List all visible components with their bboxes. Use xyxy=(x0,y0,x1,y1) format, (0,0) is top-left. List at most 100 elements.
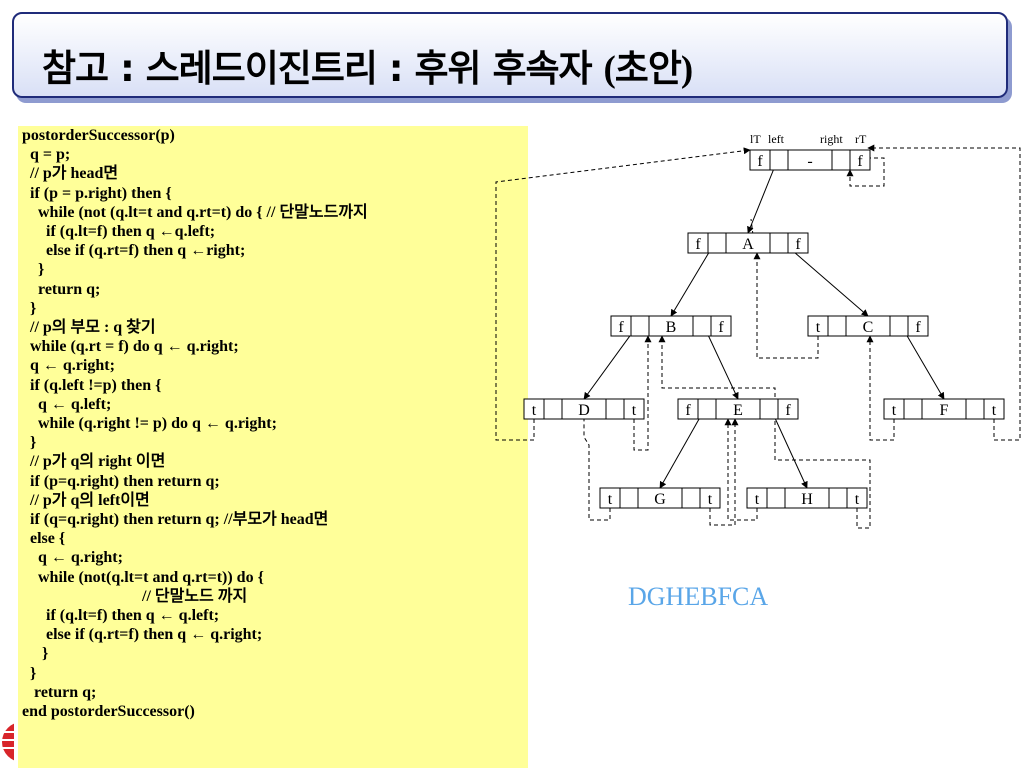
node-lt: t xyxy=(755,491,760,508)
node-box xyxy=(746,487,868,509)
node-rt: t xyxy=(855,491,860,508)
node-rt: f xyxy=(718,319,724,336)
code-line: if (p=q.right) then return q; xyxy=(22,472,220,490)
code-line: q ← q.right; xyxy=(22,549,123,567)
node-lt: t xyxy=(532,402,537,419)
node-lt: t xyxy=(892,402,897,419)
node-box xyxy=(807,315,929,337)
node-data: - xyxy=(807,153,812,170)
code-line: // p의 부모 : q 찾기 xyxy=(22,319,156,337)
node-rt: f xyxy=(795,236,801,253)
code-line: q = p; xyxy=(22,146,71,164)
node-lt: f xyxy=(757,153,763,170)
node-data: A xyxy=(742,236,754,253)
node-rt: t xyxy=(992,402,997,419)
node-data: G xyxy=(654,491,666,508)
header-rt: rT xyxy=(855,132,867,146)
code-line: return q; xyxy=(22,280,101,298)
code-line: while (not (q.lt=t and q.rt=t) do { // 단… xyxy=(22,203,368,221)
thread-G-E xyxy=(709,418,739,526)
code-line: if (q.lt=f) then q ←q.left; xyxy=(22,223,216,241)
code-line: return q; xyxy=(22,683,97,701)
node-lt: f xyxy=(685,402,691,419)
node-data: C xyxy=(863,319,874,336)
node-rt: f xyxy=(857,153,863,170)
header-left: left xyxy=(768,132,785,146)
code-line: } xyxy=(22,664,37,682)
thread-F-A xyxy=(867,144,1021,441)
code-line: // p가 head면 xyxy=(22,165,119,183)
code-line: if (q.lt=f) then q ← q.left; xyxy=(22,607,220,625)
thread-D-B xyxy=(633,335,652,451)
thread-H-G xyxy=(724,418,758,521)
code-line: // p가 q의 right 이면 xyxy=(22,453,166,471)
thread-links xyxy=(495,144,1021,529)
logo-fragment xyxy=(0,716,14,768)
node-rt: t xyxy=(708,491,713,508)
code-line: } xyxy=(22,261,45,279)
node-head: f-f xyxy=(749,149,871,171)
code-line: if (q.left !=p) then { xyxy=(22,376,162,394)
node-lt: t xyxy=(608,491,613,508)
node-data: D xyxy=(578,402,590,419)
code-line: // p가 q의 left이면 xyxy=(22,491,150,509)
node-rt: f xyxy=(785,402,791,419)
code-panel: postorderSuccessor(p) q = p; // p가 head면… xyxy=(18,126,528,768)
node-box xyxy=(523,398,645,420)
node-rt: t xyxy=(632,402,637,419)
node-data: E xyxy=(733,402,743,419)
title-paren: (초안) xyxy=(603,49,693,90)
code-line: q ← q.right; xyxy=(22,357,115,375)
node-box xyxy=(610,315,732,337)
code-line: q ← q.left; xyxy=(22,395,112,413)
node-data: H xyxy=(801,491,813,508)
page-title: 참고 : 스레드이진트리 : 후위 후속자 (초안) xyxy=(42,38,693,92)
node-lt: t xyxy=(816,319,821,336)
node-lt: f xyxy=(695,236,701,253)
thread-D-head xyxy=(495,147,751,441)
node-box xyxy=(599,487,721,509)
code-line: else { xyxy=(22,530,66,548)
code-line: // 단말노드 까지 xyxy=(22,587,248,605)
code-line: if (q=q.right) then return q; //부모가 head… xyxy=(22,511,329,529)
thread-F-C xyxy=(866,335,895,441)
code-block: postorderSuccessor(p) q = p; // p가 head면… xyxy=(22,126,368,721)
node-data: B xyxy=(666,319,677,336)
thread-C-A xyxy=(753,252,819,359)
node-box xyxy=(677,398,799,420)
node-box xyxy=(749,149,871,171)
header-right: right xyxy=(820,132,843,146)
node-data: F xyxy=(940,402,949,419)
code-line: } xyxy=(22,645,49,663)
code-line: end postorderSuccessor() xyxy=(22,703,195,721)
code-line: postorderSuccessor(p) xyxy=(22,127,175,144)
code-line: } xyxy=(22,434,37,452)
node-box xyxy=(687,232,809,254)
traversal-order: DGHEBFCA xyxy=(628,582,769,611)
thread-head-self xyxy=(846,157,885,187)
code-line: } xyxy=(22,299,37,317)
node-box xyxy=(883,398,1005,420)
code-line: while (q.right != p) do q ← q.right; xyxy=(22,415,277,433)
code-line: else if (q.rt=f) then q ←right; xyxy=(22,242,246,260)
code-line: while (q.rt = f) do q ← q.right; xyxy=(22,338,239,356)
field-header-labels: lT left right rT xyxy=(750,132,867,146)
thread-H-E xyxy=(658,335,871,529)
code-line: else if (q.rt=f) then q ← q.right; xyxy=(22,626,263,644)
node-lt: f xyxy=(618,319,624,336)
thread-A-up xyxy=(750,218,754,236)
header-lt: lT xyxy=(750,132,761,146)
title-main: 참고 : 스레드이진트리 : 후위 후속자 xyxy=(42,47,604,90)
code-line: if (p = p.right) then { xyxy=(22,184,172,202)
node-rt: f xyxy=(915,319,921,336)
thread-G-D xyxy=(583,419,611,521)
